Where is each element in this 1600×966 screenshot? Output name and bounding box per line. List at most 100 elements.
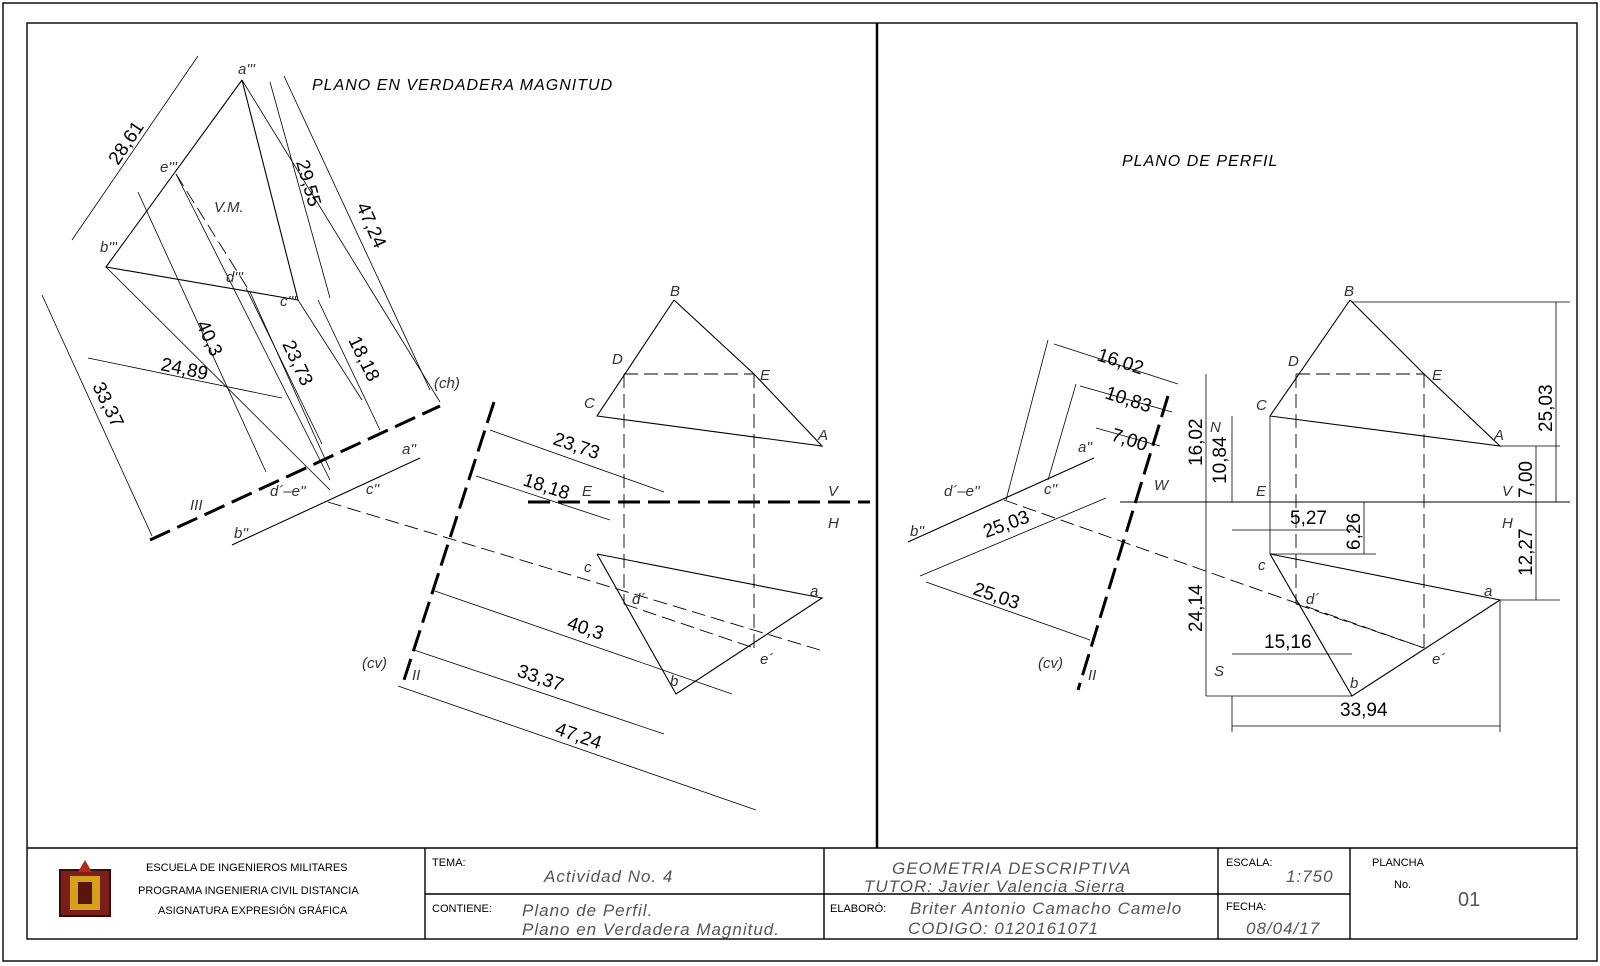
dim-line	[1005, 339, 1049, 501]
projection-line	[249, 291, 331, 471]
point-de2: d´–e''	[270, 483, 307, 500]
label-V: V	[828, 483, 840, 500]
rlabel-II: II	[1088, 667, 1096, 684]
escala-label: ESCALA:	[1226, 857, 1272, 869]
point-C: C	[584, 395, 595, 412]
point-E-fold: E	[582, 483, 593, 500]
rlabel-S: S	[1214, 663, 1224, 680]
right-title: PLANO DE PERFIL	[1122, 153, 1278, 170]
no-label: No.	[1394, 879, 1411, 891]
rpoint-A: A	[1493, 427, 1504, 444]
horizontal-triangle	[596, 553, 824, 695]
escala-value: 1:750	[1286, 867, 1334, 886]
rdim-25-03-v: 25,03	[1536, 384, 1557, 432]
dim-40-3-b: 40,3	[564, 613, 606, 645]
profile-projection-dashed	[1003, 499, 1425, 649]
rlabel-cv: (cv)	[1038, 655, 1063, 672]
school-line-2: PROGRAMA INGENIERIA CIVIL DISTANCIA	[138, 885, 359, 897]
right-panel: PLANO DE PERFIL	[907, 153, 1570, 732]
fecha-value: 08/04/17	[1246, 919, 1320, 938]
rpoint-C: C	[1256, 397, 1267, 414]
rdim-15-16: 15,16	[1264, 632, 1312, 653]
true-magnitude-median	[175, 173, 251, 293]
dim-line	[245, 287, 323, 445]
label-III: III	[190, 497, 203, 514]
rdim-10-83: 10,83	[1102, 383, 1154, 418]
rpoint-d: d´	[1306, 591, 1319, 608]
projection-line	[105, 266, 331, 491]
plancha-value: 01	[1458, 889, 1480, 911]
dim-line	[71, 55, 199, 241]
profile-horizontal-triangle	[1269, 553, 1502, 697]
rpoint-a2: a''	[1078, 439, 1093, 456]
rdim-10-84: 10,84	[1210, 436, 1231, 484]
dim-line	[269, 81, 331, 299]
dim-29-55: 29,55	[291, 158, 324, 209]
codigo: CODIGO: 0120161071	[908, 919, 1099, 938]
rpoint-B: B	[1344, 283, 1354, 300]
rdim-24-14: 24,14	[1186, 584, 1207, 632]
rpoint-a: a	[1484, 583, 1492, 600]
profile-fold-w	[1076, 395, 1170, 691]
rlabel-W: W	[1154, 477, 1170, 494]
rpoint-b: b	[1350, 675, 1358, 692]
rpoint-c2: c''	[1044, 481, 1058, 498]
dim-line	[919, 497, 1107, 577]
dim-line	[41, 294, 153, 537]
dim-line	[87, 357, 283, 399]
projection-dashed	[327, 501, 821, 651]
dim-47-24-b: 47,24	[552, 719, 604, 754]
dim-line	[1079, 385, 1173, 413]
rdim-7-00: 7,00	[1108, 425, 1150, 456]
dim-23-73: 23,73	[277, 337, 316, 389]
school-logo	[59, 860, 111, 917]
point-b: b	[670, 673, 678, 690]
fecha-label: FECHA:	[1226, 901, 1266, 913]
title-block: ESCUELA DE INGENIEROS MILITARES PROGRAMA…	[27, 847, 1577, 939]
frontal-triangle	[596, 299, 824, 447]
rlabel-V: V	[1502, 483, 1514, 500]
left-title: PLANO EN VERDADERA MAGNITUD	[312, 77, 613, 94]
fold-line-ii	[402, 401, 496, 681]
dim-line	[1053, 343, 1179, 385]
edge-view-line	[231, 457, 421, 546]
point-d3: d'''	[226, 269, 244, 286]
point-c2: c''	[366, 481, 380, 498]
projection-line	[297, 299, 363, 401]
point-b3: b'''	[100, 239, 118, 256]
contiene-line-2: Plano en Verdadera Magnitud.	[522, 920, 780, 939]
dim-line	[283, 75, 431, 391]
point-c3: c'''	[280, 293, 297, 310]
label-cv: (cv)	[362, 655, 387, 672]
rdim-6-26: 6,26	[1344, 513, 1365, 550]
rpoint-c: c	[1258, 557, 1266, 574]
dim-24-89: 24,89	[159, 354, 210, 384]
dim-line	[1095, 427, 1161, 447]
dim-33-37-b: 33,37	[514, 661, 566, 696]
vm-label: V.M.	[214, 199, 244, 216]
dim-line	[317, 299, 381, 431]
point-a2: a''	[402, 441, 417, 458]
projection-line	[175, 173, 331, 481]
dim-18-18: 18,18	[344, 333, 384, 385]
dim-line	[137, 191, 267, 473]
point-c: c	[584, 559, 592, 576]
rdim-16-02: 16,02	[1094, 345, 1146, 380]
profile-frontal-triangle	[1269, 299, 1502, 447]
dim-line	[489, 429, 665, 493]
elaboro-label: ELABORÓ:	[830, 902, 886, 915]
rpoint-E: E	[1432, 367, 1443, 384]
rlabel-H: H	[1502, 515, 1513, 532]
label-II: II	[412, 667, 420, 684]
elaboro-value: Briter Antonio Camacho Camelo	[910, 899, 1182, 918]
point-d: d´	[632, 591, 645, 608]
dim-line	[1047, 383, 1077, 481]
dim-47-24: 47,24	[351, 199, 390, 251]
rdim-12-27: 12,27	[1516, 528, 1537, 576]
point-a: a	[810, 583, 818, 600]
dim-line	[397, 685, 757, 811]
rdim-33-94: 33,94	[1340, 700, 1388, 721]
point-A: A	[817, 427, 828, 444]
rpoint-de2: d´–e''	[944, 483, 981, 500]
